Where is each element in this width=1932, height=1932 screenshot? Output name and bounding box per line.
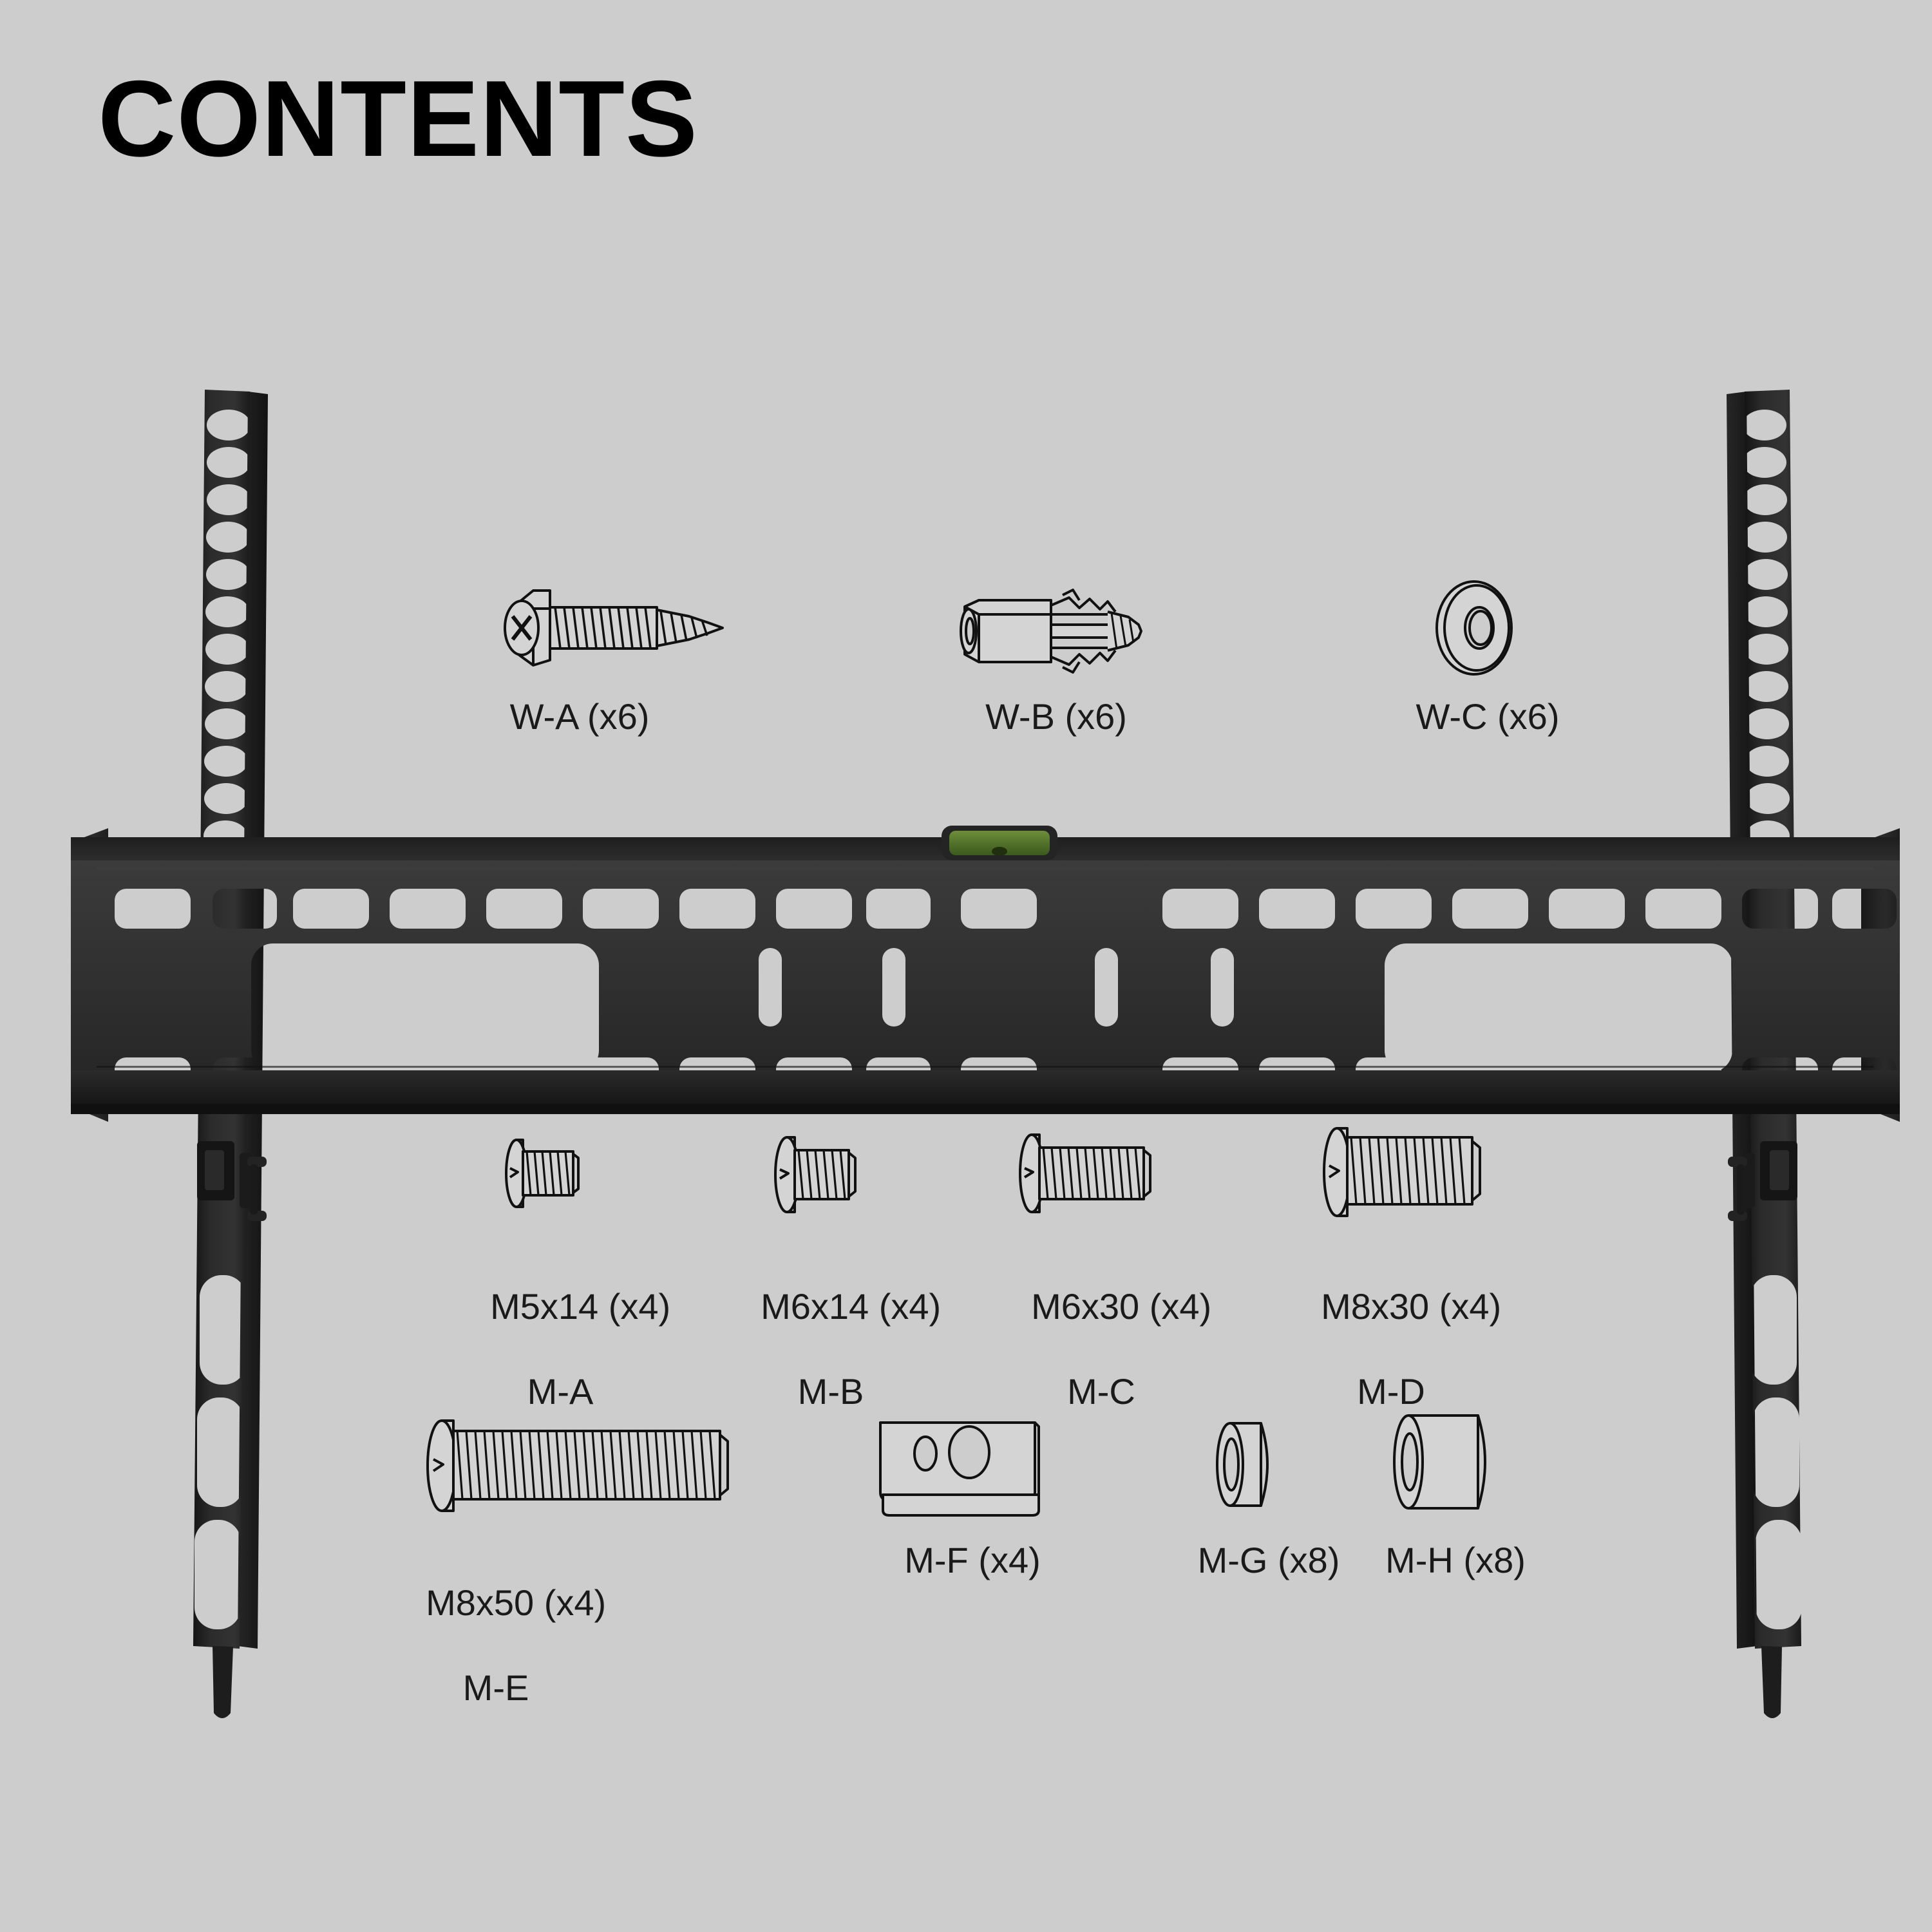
tilt-lock-left: [197, 1141, 267, 1221]
part-label-mh: M-H (x8): [1385, 1540, 1526, 1580]
part-label-mc: M6x30 (x4) M-C: [966, 1243, 1236, 1498]
left-vertical-arm: [193, 390, 268, 1718]
part-code-ma: M-A: [527, 1371, 594, 1412]
lag-screw-icon: [496, 583, 818, 673]
part-label-mg: M-G (x8): [1197, 1540, 1340, 1580]
part-label-wa: W-A (x6): [509, 696, 650, 737]
part-size-mb: M6x14 (x4): [761, 1286, 942, 1327]
part-size-mc: M6x30 (x4): [1031, 1286, 1212, 1327]
horizontal-rail: [71, 828, 1900, 1122]
part-label-md: M8x30 (x4) M-D: [1256, 1243, 1526, 1498]
wall-anchor-icon: [953, 586, 1159, 676]
pan-head-screw-icon-ma: [497, 1135, 626, 1212]
pan-head-screw-icon-md: [1314, 1127, 1526, 1217]
part-label-mf: M-F (x4): [904, 1540, 1041, 1580]
pan-head-screw-icon-me: [419, 1418, 779, 1515]
tall-spacer-icon: [1388, 1410, 1517, 1523]
right-vertical-arm: [1727, 390, 1801, 1718]
short-spacer-icon: [1211, 1417, 1301, 1520]
part-label-wc: W-C (x6): [1416, 696, 1560, 737]
adapter-plate-icon: [873, 1414, 1059, 1520]
bubble-level: [942, 826, 1057, 860]
page-title: CONTENTS: [98, 58, 698, 179]
part-code-mc: M-C: [1067, 1371, 1135, 1412]
part-code-md: M-D: [1357, 1371, 1425, 1412]
part-size-md: M8x30 (x4): [1321, 1286, 1502, 1327]
flat-washer-icon: [1420, 580, 1549, 676]
part-size-ma: M5x14 (x4): [490, 1286, 671, 1327]
tilt-lock-right: [1728, 1141, 1797, 1221]
pan-head-screw-icon-mb: [766, 1135, 902, 1215]
part-size-me: M8x50 (x4): [426, 1582, 607, 1624]
part-label-wb: W-B (x6): [985, 696, 1127, 737]
part-code-mb: M-B: [797, 1371, 864, 1412]
pan-head-screw-icon-mc: [1010, 1132, 1197, 1216]
part-label-mb: M6x14 (x4) M-B: [696, 1243, 966, 1498]
part-code-me: M-E: [462, 1667, 529, 1709]
part-label-ma: M5x14 (x4) M-A: [425, 1243, 696, 1498]
part-label-me: M8x50 (x4) M-E: [361, 1539, 631, 1794]
